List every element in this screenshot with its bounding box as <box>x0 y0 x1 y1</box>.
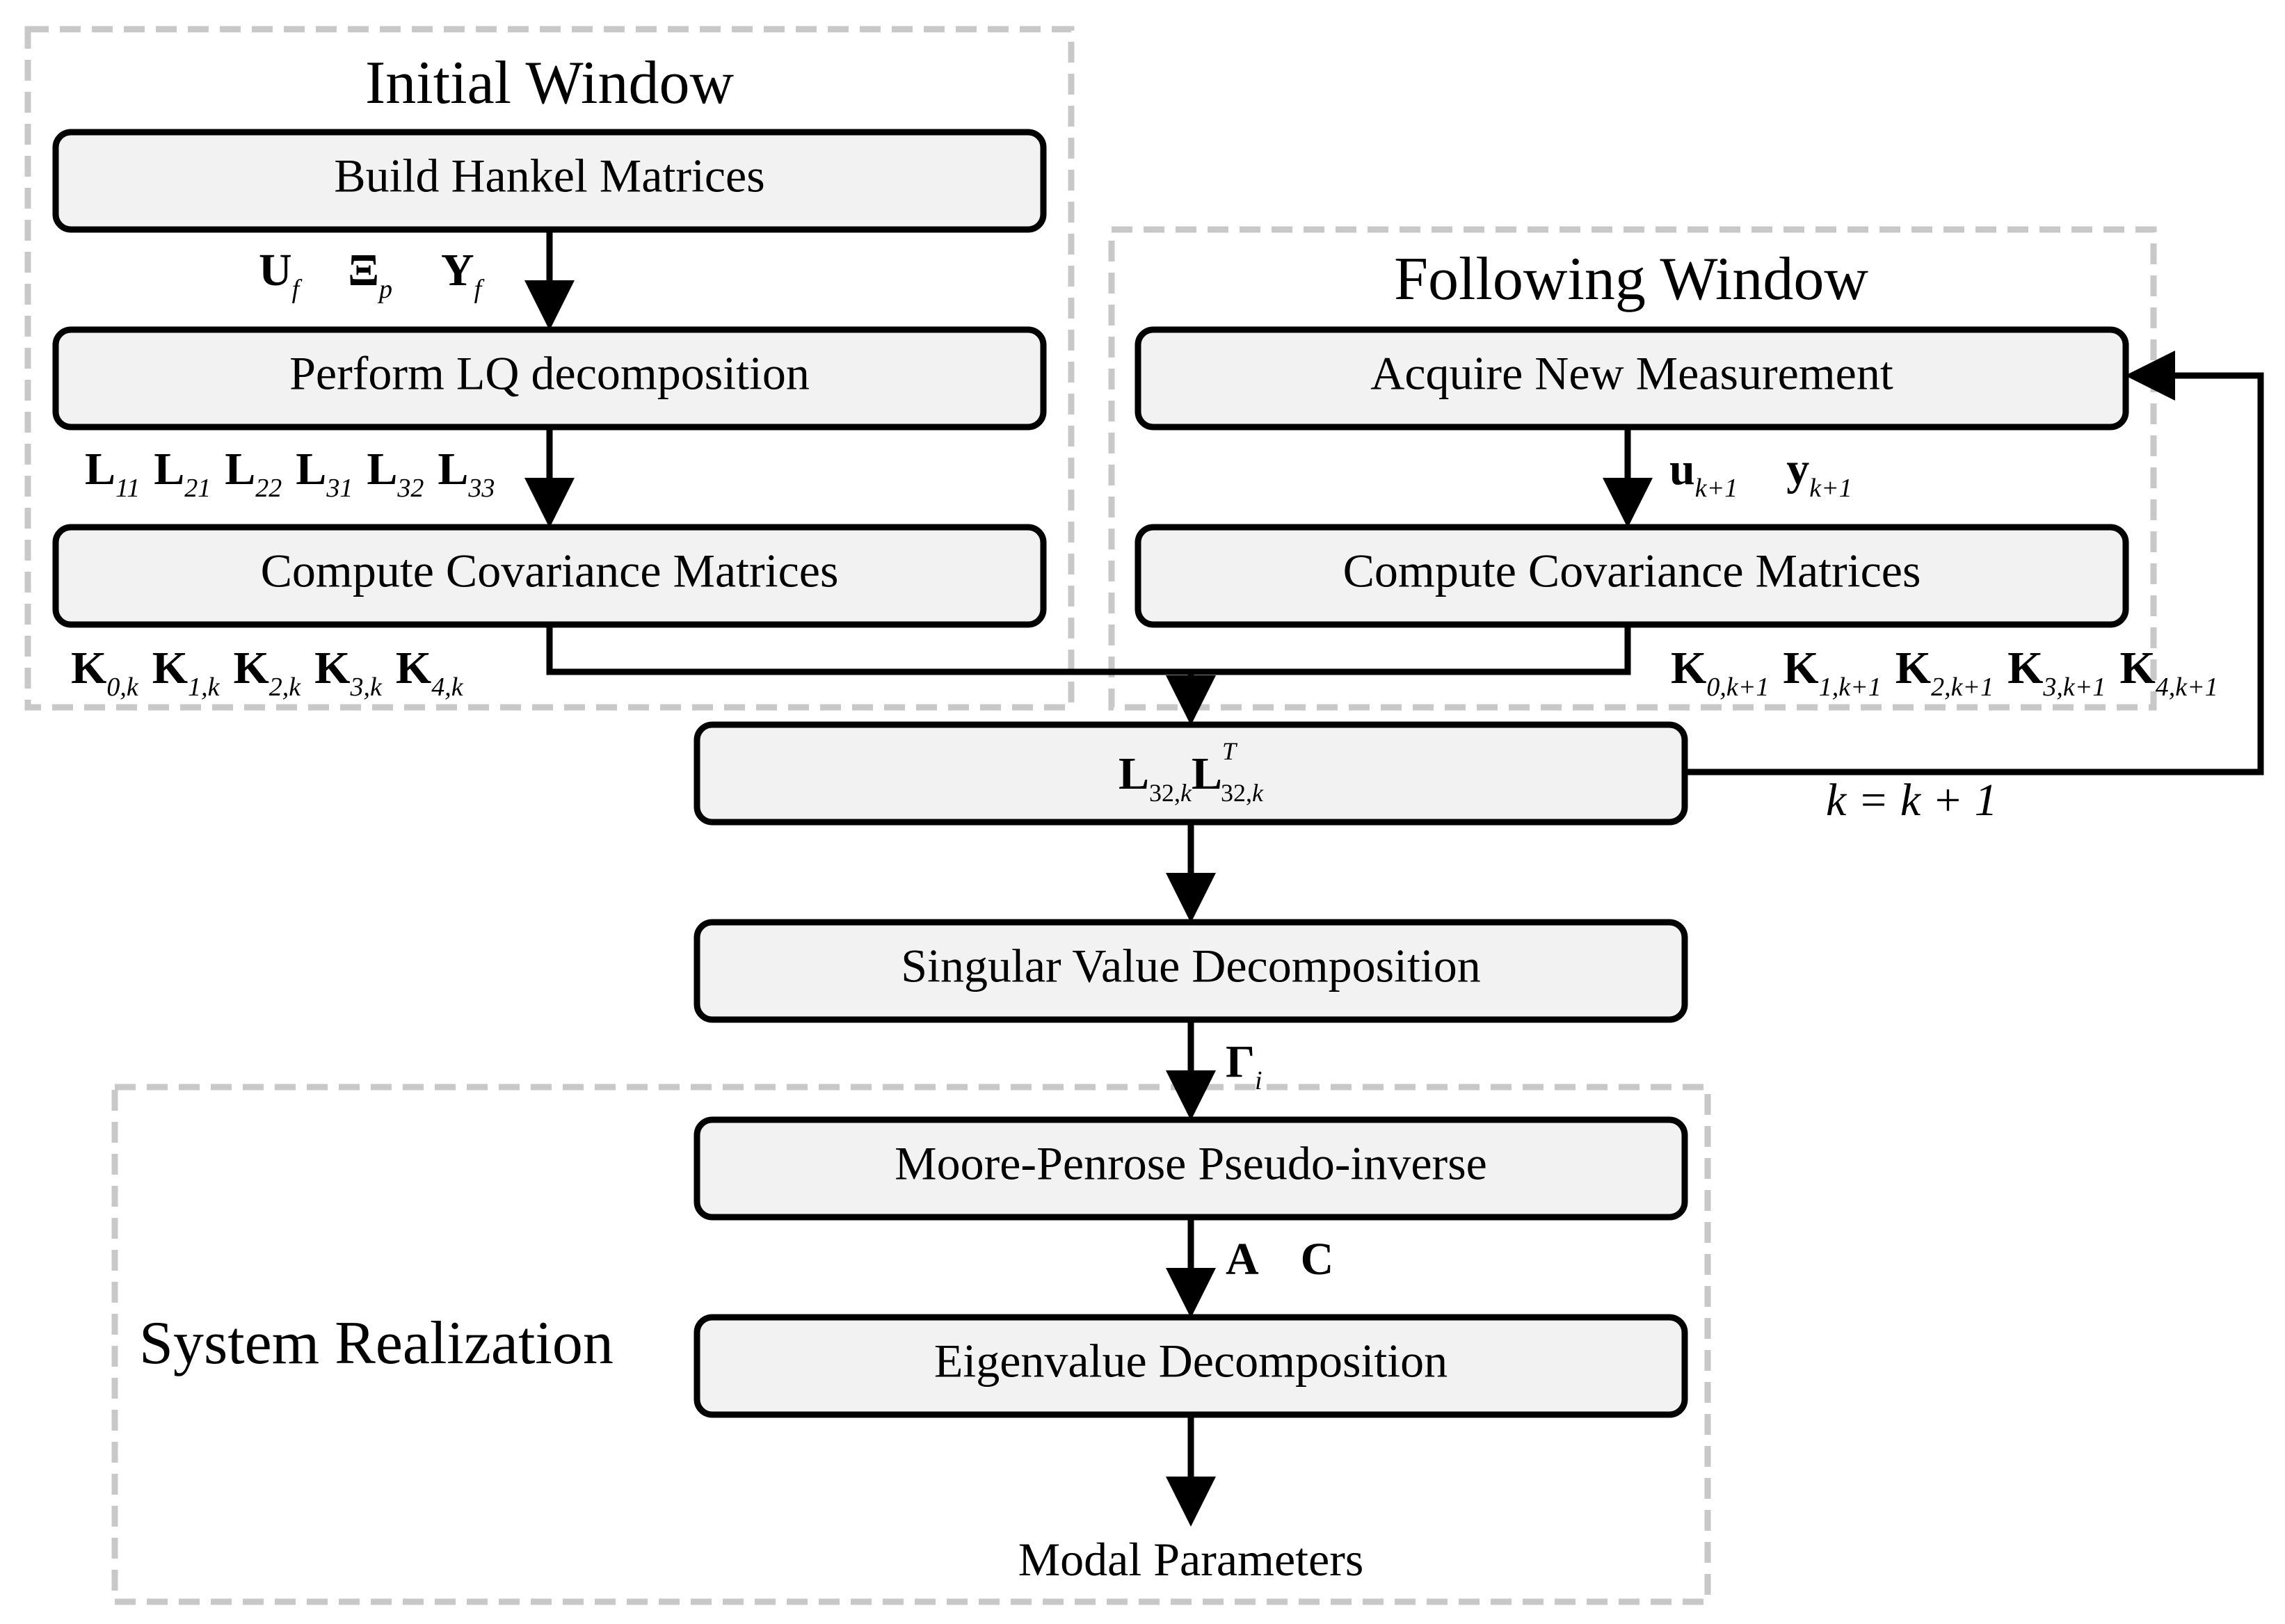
symbol-1: Ξ <box>348 245 379 296</box>
symbol-2: L <box>225 444 255 495</box>
symbol-subscript-3: 3,k+1 <box>2042 673 2106 702</box>
node-compute-cov-initial-label: Compute Covariance Matrices <box>261 545 839 597</box>
node-perform-lq-label: Perform LQ decomposition <box>289 347 810 400</box>
symbol-4: K <box>396 643 431 693</box>
node-svd-box <box>693 919 1688 1023</box>
symbol-subscript-2: f <box>474 275 485 304</box>
symbol-subscript-4: 4,k+1 <box>2156 673 2218 702</box>
following-window-title: Following Window <box>1394 246 1868 313</box>
system-realization-title: System Realization <box>139 1310 614 1377</box>
arrow-cov-initial-to-product <box>546 625 1191 675</box>
symbol-subscript-1: k+1 <box>1809 474 1852 503</box>
node-build-hankel-label: Build Hankel Matrices <box>334 150 764 202</box>
symbol-subscript-0: 0,k+1 <box>1706 673 1769 702</box>
symbol-3: K <box>2007 643 2043 693</box>
initial-window-title: Initial Window <box>365 49 735 117</box>
symbol-subscript-2: 2,k <box>269 673 302 702</box>
node-acquire-measurement-label: Acquire New Measurement <box>1370 347 1893 400</box>
symbol-2: K <box>233 643 268 693</box>
node-compute-cov-following-label: Compute Covariance Matrices <box>1343 545 1921 597</box>
symbol-2: K <box>1895 643 1931 693</box>
loop-back-arrow <box>1685 351 2264 775</box>
symbol-4: K <box>2119 643 2155 693</box>
symbol-2: Y <box>441 245 474 296</box>
label-svd-out: Γi <box>1226 1036 1262 1095</box>
node-acquire-measurement-box <box>1135 326 2129 431</box>
node-perform-lq-box <box>52 326 1047 431</box>
label-hankel-to-lq: Uf Ξp Yf <box>259 245 485 304</box>
symbol-0: K <box>1671 643 1706 693</box>
node-compute-cov-following-box <box>1135 524 2129 628</box>
symbol-subscript-0: f <box>292 275 303 304</box>
symbol-1: K <box>152 643 188 693</box>
symbol-subscript-1: 1,k <box>188 673 221 702</box>
symbol-subscript-1: 21 <box>184 474 211 503</box>
symbol-subscript-0: 0,k <box>106 673 139 702</box>
following-window-region <box>1108 226 2157 711</box>
initial-window-region <box>24 26 1075 711</box>
node-eigen-label: Eigenvalue Decomposition <box>934 1335 1448 1388</box>
symbol-subscript-1: 1,k+1 <box>1819 673 1882 702</box>
symbol-0: U <box>259 245 292 296</box>
arrow-cov-following-to-product <box>1166 625 1631 725</box>
symbol-1: L <box>154 444 184 495</box>
symbol-subscript-0: k+1 <box>1695 474 1738 503</box>
symbol-4: L <box>367 444 397 495</box>
symbol-subscript-4: 32 <box>396 474 424 503</box>
symbol-subscript-5: 33 <box>467 474 495 503</box>
node-pseudo-inverse-box <box>693 1116 1688 1221</box>
symbol-subscript-2: 22 <box>255 474 282 503</box>
symbol-3: K <box>314 643 350 693</box>
symbol-subscript-0: 11 <box>115 474 140 503</box>
symbol-0: L <box>85 444 115 495</box>
symbol-subscript-4: 4,k <box>431 673 464 702</box>
symbol-subscript-3: 31 <box>326 474 353 503</box>
symbol-subscript-2: 2,k+1 <box>1931 673 1994 702</box>
node-eigen-box <box>693 1314 1688 1418</box>
loop-back-label: k = k + 1 <box>1826 775 1998 826</box>
symbol-1: y <box>1786 444 1809 495</box>
output-modal-parameters: Modal Parameters <box>1018 1533 1364 1586</box>
symbol-5: L <box>438 444 468 495</box>
symbol-3: L <box>296 444 326 495</box>
node-pseudo-inverse-label: Moore-Penrose Pseudo-inverse <box>895 1137 1487 1190</box>
symbol-0: u <box>1669 444 1695 495</box>
node-compute-cov-initial-box <box>52 524 1047 628</box>
symbol-subscript-1: p <box>377 275 392 304</box>
symbol-0: K <box>71 643 106 693</box>
node-build-hankel-box <box>52 129 1047 233</box>
node-l32-product-box <box>693 721 1688 826</box>
symbol-1: K <box>1783 643 1818 693</box>
node-svd-label: Singular Value Decomposition <box>901 940 1481 992</box>
symbol-subscript-3: 3,k <box>350 673 383 702</box>
